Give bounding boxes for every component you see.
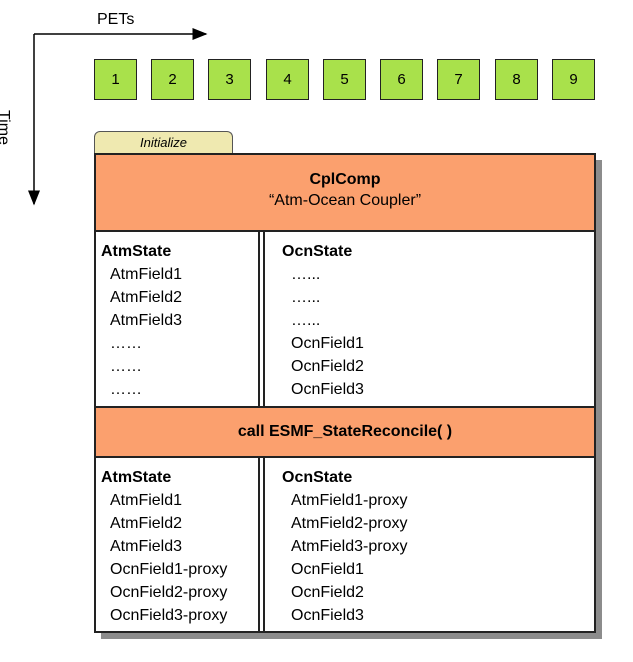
field-item: OcnField2 — [291, 358, 364, 375]
initialize-tab: Initialize — [94, 131, 233, 153]
field-item: AtmField1-proxy — [291, 492, 408, 509]
ocn-state-after: OcnState AtmField1-proxy AtmField2-proxy… — [282, 466, 407, 627]
state-title: OcnState — [282, 243, 353, 260]
field-item: …… — [110, 358, 142, 375]
pets-axis-label: PETs — [97, 11, 135, 28]
state-title: OcnState — [282, 469, 353, 486]
field-item: OcnField3 — [291, 381, 364, 398]
field-item: AtmField1 — [110, 266, 183, 283]
pet-box: 4 — [266, 59, 309, 100]
component-description: “Atm-Ocean Coupler” — [268, 192, 422, 209]
field-item: OcnField2 — [291, 584, 364, 601]
field-item: OcnField3-proxy — [110, 607, 228, 624]
field-item: AtmField2-proxy — [291, 515, 408, 532]
state-divider — [258, 458, 265, 631]
field-item: OcnField1-proxy — [110, 561, 228, 578]
pet-box: 3 — [208, 59, 251, 100]
pet-box: 1 — [94, 59, 137, 100]
atm-state-before: AtmState AtmField1 AtmField2 AtmField3 …… — [101, 240, 182, 401]
component-name: CplComp — [309, 171, 381, 188]
time-axis-label: Time — [0, 110, 12, 145]
field-item: AtmField2 — [110, 289, 183, 306]
pet-box: 9 — [552, 59, 595, 100]
pet-box: 5 — [323, 59, 366, 100]
field-item: OcnField3 — [291, 607, 364, 624]
field-item: …… — [110, 381, 142, 398]
state-divider — [258, 232, 265, 406]
ocn-state-before: OcnState …... …... …... OcnField1 OcnFie… — [282, 240, 364, 401]
field-item: OcnField1 — [291, 335, 364, 352]
pet-box: 2 — [151, 59, 194, 100]
pet-box: 7 — [437, 59, 480, 100]
field-item: …... — [291, 289, 321, 306]
field-item: OcnField1 — [291, 561, 364, 578]
field-item: …... — [291, 266, 321, 283]
field-item: AtmField3-proxy — [291, 538, 408, 555]
field-item: AtmField1 — [110, 492, 183, 509]
reconcile-call-bar: call ESMF_StateReconcile( ) — [96, 406, 594, 458]
field-item: …... — [291, 312, 321, 329]
state-title: AtmState — [101, 469, 172, 486]
field-item: OcnField2-proxy — [110, 584, 228, 601]
field-item: AtmField3 — [110, 538, 183, 555]
field-item: AtmField3 — [110, 312, 183, 329]
pet-box: 6 — [380, 59, 423, 100]
pet-box: 8 — [495, 59, 538, 100]
field-item: …… — [110, 335, 142, 352]
state-title: AtmState — [101, 243, 172, 260]
field-item: AtmField2 — [110, 515, 183, 532]
coupler-panel: CplComp “Atm-Ocean Coupler” AtmState Atm… — [94, 153, 596, 633]
component-header: CplComp “Atm-Ocean Coupler” — [96, 155, 594, 232]
atm-state-after: AtmState AtmField1 AtmField2 AtmField3 O… — [101, 466, 227, 627]
